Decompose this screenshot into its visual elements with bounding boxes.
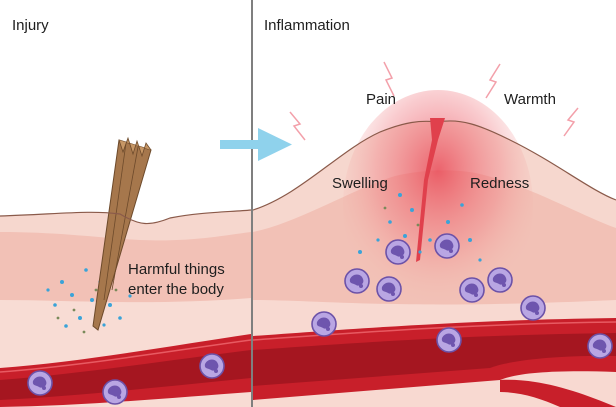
arrow-right-icon <box>220 128 292 161</box>
immune-cell <box>587 333 613 359</box>
immune-cell <box>385 239 411 265</box>
immune-cell <box>344 268 370 294</box>
lightning-icon <box>289 61 579 141</box>
wound-crack <box>416 118 445 262</box>
swelling-label: Swelling <box>332 175 388 192</box>
immune-cell <box>459 277 485 303</box>
inflammation-panel: Inflammation Pain Warmth Swelling Rednes… <box>253 0 616 407</box>
redness-glow <box>343 90 533 320</box>
inflammation-title: Inflammation <box>264 17 350 34</box>
immune-cell <box>487 267 513 293</box>
immune-cell <box>311 311 337 337</box>
vessel-branch <box>500 379 616 407</box>
immune-cell <box>102 379 128 405</box>
immune-cell <box>27 370 53 396</box>
injury-panel: Injury Harmful things enter the body <box>0 0 251 407</box>
warmth-label: Warmth <box>504 91 556 108</box>
immune-cell <box>199 353 225 379</box>
immune-cell <box>434 233 460 259</box>
harmful-things-label-line1: Harmful things <box>128 261 225 278</box>
immune-cell <box>520 295 546 321</box>
pain-label: Pain <box>366 91 396 108</box>
harmful-particles <box>46 268 132 334</box>
splinter <box>92 136 152 331</box>
redness-label: Redness <box>470 175 529 192</box>
injury-title: Injury <box>12 17 49 34</box>
immune-cell <box>436 327 462 353</box>
harmful-things-label-line2: enter the body <box>128 281 224 298</box>
immune-cell <box>376 276 402 302</box>
